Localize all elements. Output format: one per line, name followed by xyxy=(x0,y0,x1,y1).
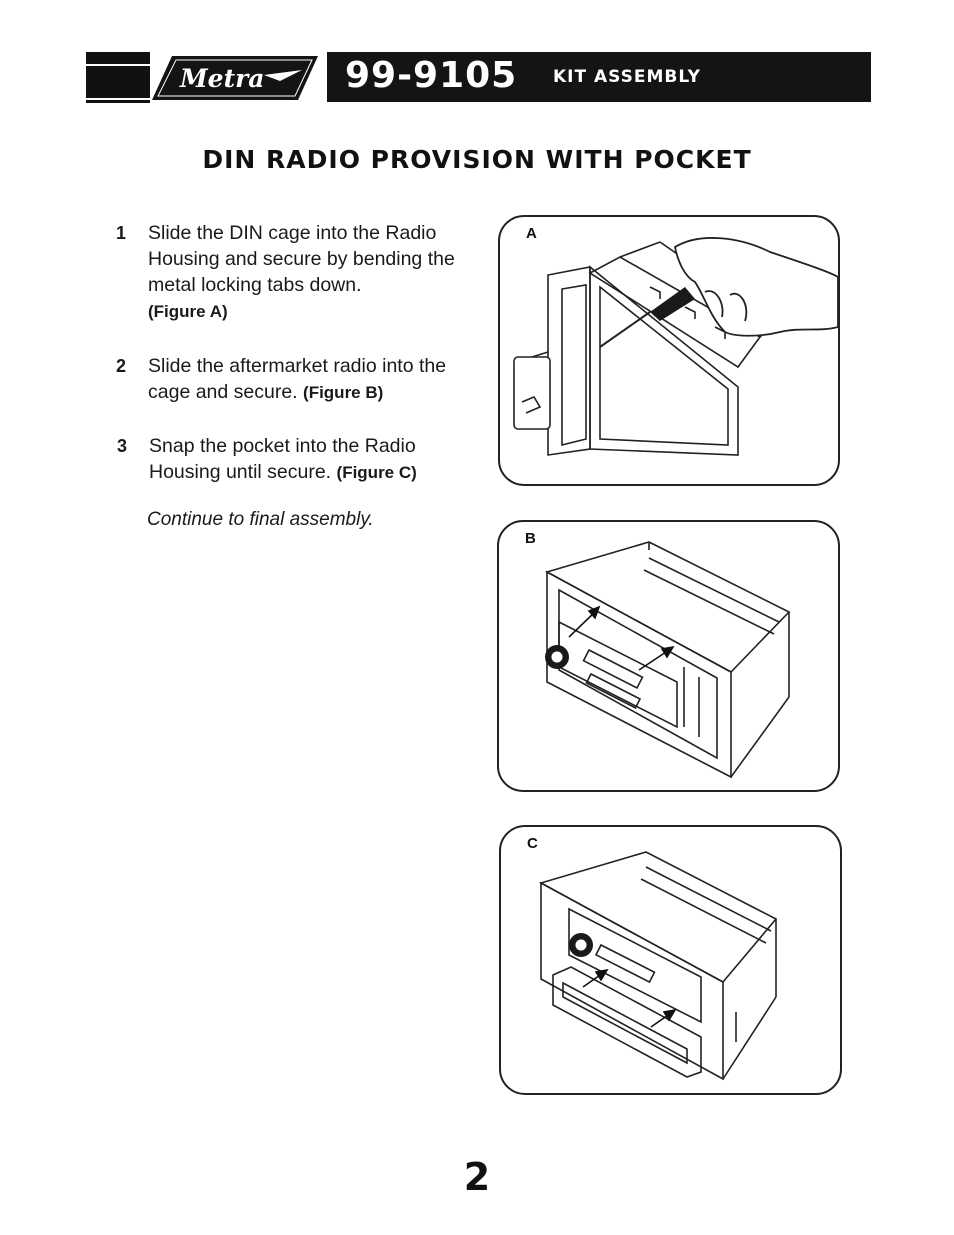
figure-c: C xyxy=(499,825,842,1095)
model-number: 99-9105 xyxy=(345,55,518,96)
figure-c-illustration xyxy=(538,851,778,1081)
figure-label: B xyxy=(525,530,536,547)
step-number: 2 xyxy=(116,356,127,376)
step-2: 2 Slide the aftermarket radio into the c… xyxy=(116,353,458,406)
figure-a-illustration xyxy=(513,237,838,456)
section-label: KIT ASSEMBLY xyxy=(553,67,701,87)
title-bar: 99-9105 KIT ASSEMBLY xyxy=(327,52,871,102)
brand-logo-text: Metra xyxy=(179,64,265,93)
figure-b-illustration xyxy=(544,541,791,779)
step-text: Snap the pocket into the Radio Housing u… xyxy=(149,435,416,483)
step-text: Slide the aftermarket radio into the cag… xyxy=(148,355,447,403)
figure-label: C xyxy=(527,835,538,852)
figure-a: A xyxy=(498,215,840,486)
figure-b: B xyxy=(497,520,840,792)
figure-label: A xyxy=(526,225,537,242)
step-3: 3 Snap the pocket into the Radio Housing… xyxy=(117,433,439,486)
continue-note: Continue to final assembly. xyxy=(147,509,374,530)
step-number: 1 xyxy=(116,223,127,243)
step-text: Slide the DIN cage into the Radio Housin… xyxy=(148,222,455,296)
metra-logo: Metra xyxy=(152,56,318,100)
page-number: 2 xyxy=(463,1155,491,1199)
figure-reference: (Figure A) xyxy=(148,302,228,321)
header-bars xyxy=(86,52,150,103)
figure-reference: (Figure B) xyxy=(303,383,384,402)
page-title: DIN RADIO PROVISION WITH POCKET xyxy=(202,145,752,174)
step-1: 1 Slide the DIN cage into the Radio Hous… xyxy=(116,220,458,325)
figure-reference: (Figure C) xyxy=(336,463,417,482)
step-number: 3 xyxy=(117,436,128,456)
